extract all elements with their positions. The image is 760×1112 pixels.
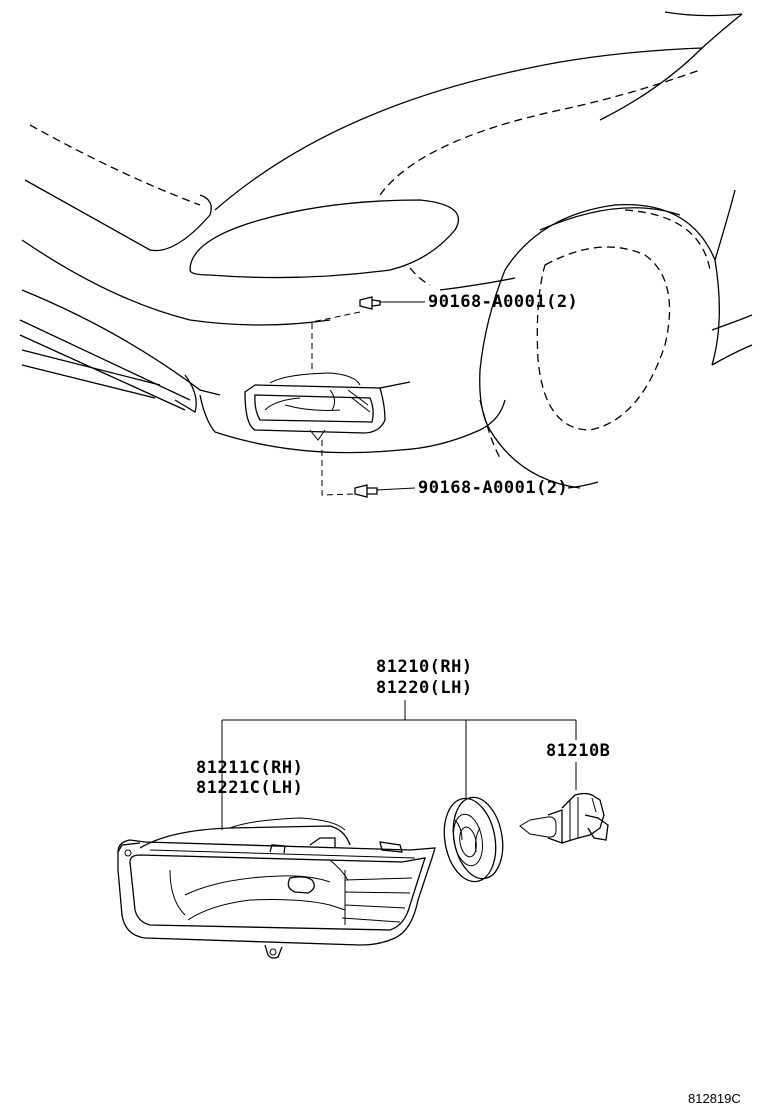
clip-upper-icon bbox=[359, 296, 381, 310]
clip-lower-icon bbox=[354, 484, 378, 498]
callout-assy-lh: 81220(LH) bbox=[376, 678, 473, 698]
callout-unit-rh: 81211C(RH) bbox=[196, 758, 303, 778]
callout-unit-lh: 81221C(LH) bbox=[196, 778, 303, 798]
reference-code: 812819C bbox=[688, 1091, 741, 1106]
callout-clip-upper: 90168-A0001(2) bbox=[428, 292, 578, 312]
gasket-ring bbox=[443, 796, 504, 883]
callout-bulb: 81210B bbox=[546, 741, 610, 761]
fog-lamp-unit bbox=[117, 817, 436, 959]
callout-clip-lower: 90168-A0001(2) bbox=[418, 478, 568, 498]
bulb-icon bbox=[519, 792, 609, 844]
callout-assy-rh: 81210(RH) bbox=[376, 657, 473, 677]
car-front-illustration bbox=[19, 11, 753, 498]
leader-bracket bbox=[221, 700, 577, 830]
